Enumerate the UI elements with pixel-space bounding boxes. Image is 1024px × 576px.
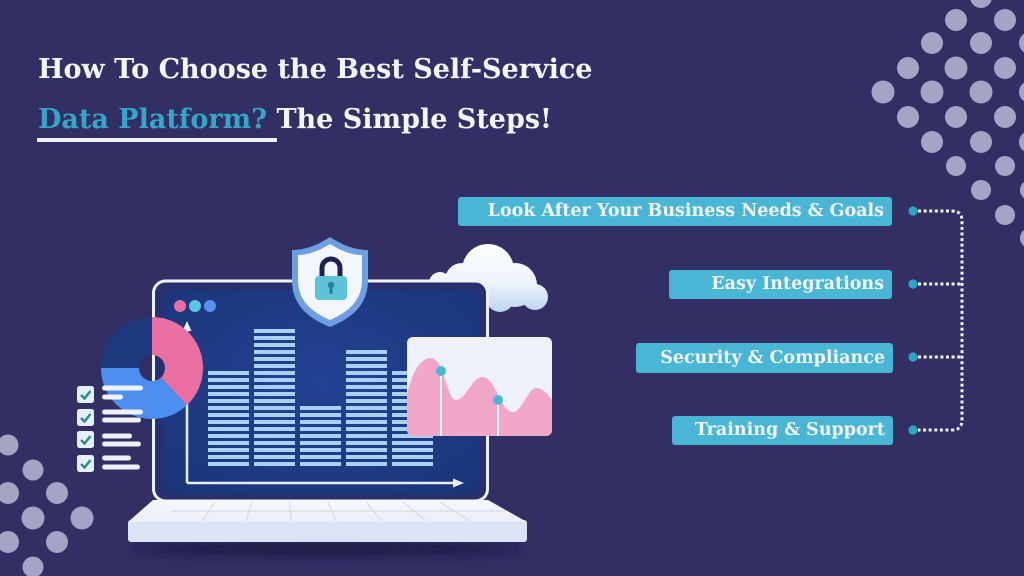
dot-pattern-bottom-left [0, 434, 94, 576]
title-line-2: Data Platform? The Simple Steps! [38, 102, 552, 138]
checklist-row [77, 409, 143, 426]
step-label: Security & Compliance [660, 348, 885, 368]
shield-lock-icon [292, 237, 368, 327]
checklist-row [77, 431, 141, 448]
bar-chart-icon [208, 329, 433, 469]
dot-pattern-top-right [871, 0, 1024, 246]
step-pill-security-compliance: Security & Compliance [636, 343, 893, 373]
connector-dot [908, 279, 918, 289]
checklist-icon [77, 385, 143, 472]
step-label: Look After Your Business Needs & Goals [487, 201, 884, 221]
step-label: Training & Support [694, 420, 885, 440]
title-highlight: Data Platform? [38, 104, 268, 135]
area-chart-card-icon [407, 337, 552, 436]
step-pill-easy-integrations: Easy Integrations [669, 270, 892, 299]
window-controls [174, 300, 216, 312]
checklist-row [77, 455, 140, 472]
title-line-1: How To Choose the Best Self-Service [38, 54, 593, 85]
donut-chart-icon [101, 317, 204, 420]
step-pill-business-needs: Look After Your Business Needs & Goals [458, 197, 892, 226]
connector-dot [908, 206, 918, 216]
title-underline [37, 138, 277, 142]
checklist-row [77, 385, 143, 403]
connector-dot [908, 425, 918, 435]
connector-bracket [918, 209, 964, 432]
connector-dot [908, 352, 918, 362]
title-line-2-rest: The Simple Steps! [276, 104, 552, 135]
step-pill-training-support: Training & Support [672, 416, 893, 445]
keyboard [128, 500, 527, 542]
step-label: Easy Integrations [711, 274, 884, 294]
